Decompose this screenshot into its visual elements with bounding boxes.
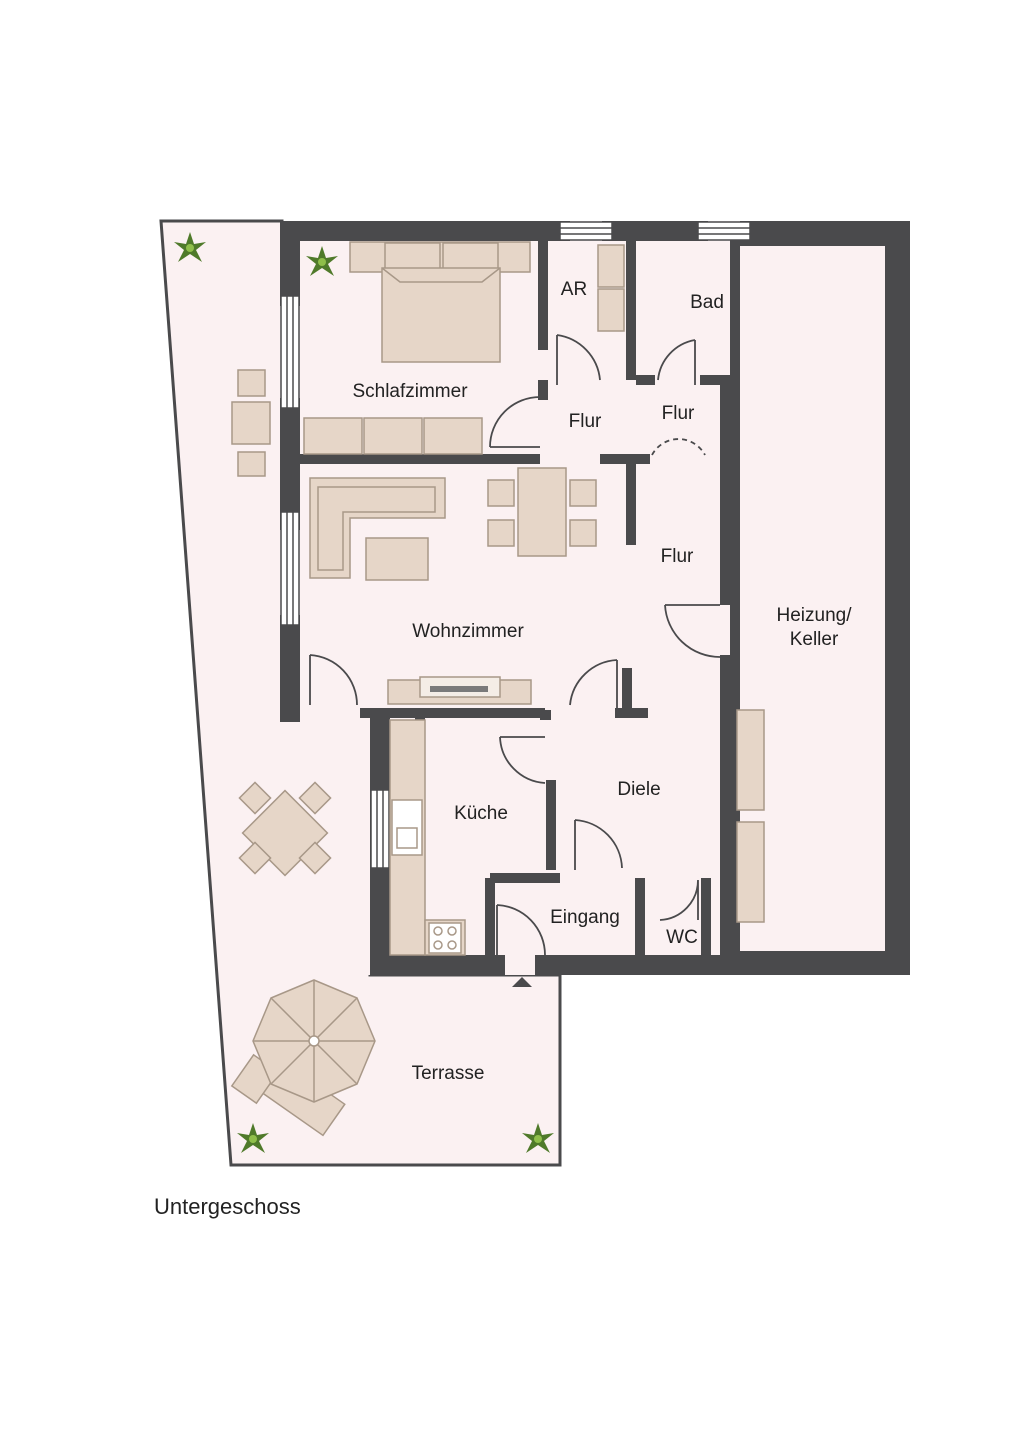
plant-icon xyxy=(237,1123,269,1153)
stove-icon xyxy=(428,922,462,954)
window-schlafzimmer xyxy=(280,295,300,409)
room-labels: Schlafzimmer AR Bad Flur Flur Flur Wohnz… xyxy=(352,279,852,1084)
room-label-schlafzimmer: Schlafzimmer xyxy=(352,381,468,402)
room-label-ar: AR xyxy=(561,279,587,300)
entrance-arrow-icon xyxy=(512,977,532,987)
door-terrasse xyxy=(309,654,358,706)
door-kueche xyxy=(499,736,546,784)
door-ar xyxy=(556,334,601,385)
terrace-seating-top xyxy=(231,369,271,477)
window-bad xyxy=(697,221,751,241)
plant-icon xyxy=(306,246,338,276)
door-wohnzimmer-diele xyxy=(569,659,618,710)
door-wc xyxy=(659,879,699,921)
kitchen-counter xyxy=(389,719,466,956)
door-bad xyxy=(657,339,696,385)
coffee-table xyxy=(365,537,429,581)
door-heizung xyxy=(664,604,721,658)
room-label-diele: Diele xyxy=(617,779,660,800)
room-label-kueche: Küche xyxy=(454,803,508,824)
dining-set xyxy=(487,467,597,557)
tv-sideboard xyxy=(387,676,532,705)
door-schlafzimmer xyxy=(489,396,541,448)
window-ar xyxy=(559,221,613,241)
room-label-wc: WC xyxy=(666,927,698,948)
room-label-flur-2: Flur xyxy=(662,403,695,424)
windows xyxy=(280,221,751,869)
terrace-table-set xyxy=(238,781,332,877)
room-label-flur-3: Flur xyxy=(661,546,694,567)
window-kueche xyxy=(370,789,390,869)
room-label-wohnzimmer: Wohnzimmer xyxy=(412,621,524,642)
doors xyxy=(309,334,721,960)
plant-icon xyxy=(522,1123,554,1153)
door-flur-arch xyxy=(651,438,706,456)
room-label-bad: Bad xyxy=(690,292,724,313)
floor-caption: Untergeschoss xyxy=(154,1194,301,1219)
furniture xyxy=(230,241,765,1137)
room-label-heizung-line2: Keller xyxy=(790,629,839,650)
room-label-heizung-line1: Heizung/ xyxy=(777,605,853,626)
plants xyxy=(174,232,554,1153)
window-wohnzimmer xyxy=(280,511,300,626)
door-eingang-diele xyxy=(574,819,623,870)
bed xyxy=(349,241,531,363)
parasol-icon xyxy=(252,979,376,1103)
door-eingang xyxy=(496,904,546,960)
sofa xyxy=(309,477,446,579)
heizung-cabinets xyxy=(736,709,765,923)
outer-walls xyxy=(280,221,910,975)
room-label-eingang: Eingang xyxy=(550,907,620,928)
room-label-terrasse: Terrasse xyxy=(412,1063,485,1084)
room-label-flur-1: Flur xyxy=(569,411,602,432)
wardrobe-schlafzimmer xyxy=(303,417,483,455)
plant-icon xyxy=(174,232,206,262)
shelf-ar xyxy=(597,244,625,332)
